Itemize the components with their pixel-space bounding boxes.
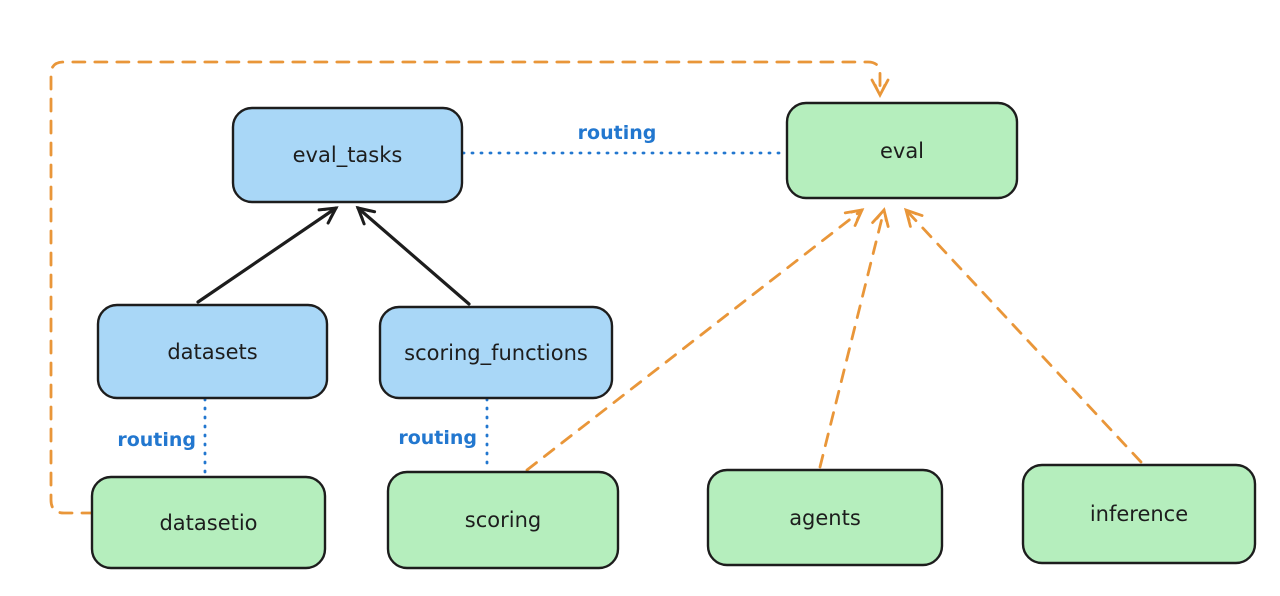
edge-label-routing-datasetio: routing [117,429,196,451]
edge-scoring-eval [525,208,865,472]
node-datasets-label: datasets [167,340,257,364]
node-eval: eval [785,101,1019,200]
node-agents-box [706,468,944,567]
node-eval_tasks-box [231,106,464,204]
edge-datasets-eval_tasks [196,206,339,304]
node-inference-label: inference [1090,502,1188,526]
edge-scoring_functions-eval_tasks [355,205,471,306]
node-scoring-label: scoring [465,508,541,532]
node-eval_tasks-label: eval_tasks [293,143,403,168]
edge-agents-eval [818,207,890,469]
node-agents: agents [706,468,944,567]
node-inference-box [1021,463,1257,565]
node-datasetio: datasetio [90,475,327,570]
edge-datasetio-eval [49,60,890,515]
node-agents-label: agents [789,506,861,530]
edge-label-routing-top: routing [578,122,657,144]
node-eval-label: eval [880,139,924,163]
node-scoring: scoring [386,470,620,570]
node-eval-box [785,101,1019,200]
edge-inference-eval [903,207,1143,464]
node-eval_tasks: eval_tasks [231,106,464,204]
node-inference: inference [1021,463,1257,565]
node-datasets: datasets [96,303,329,400]
node-datasets-box [96,303,329,400]
node-scoring_functions-box [378,305,614,400]
node-scoring-box [386,470,620,570]
node-datasetio-box [90,475,327,570]
node-datasetio-label: datasetio [159,511,257,535]
node-scoring_functions: scoring_functions [378,305,614,400]
node-scoring_functions-label: scoring_functions [404,341,588,366]
edge-label-routing-scoring: routing [398,427,477,449]
